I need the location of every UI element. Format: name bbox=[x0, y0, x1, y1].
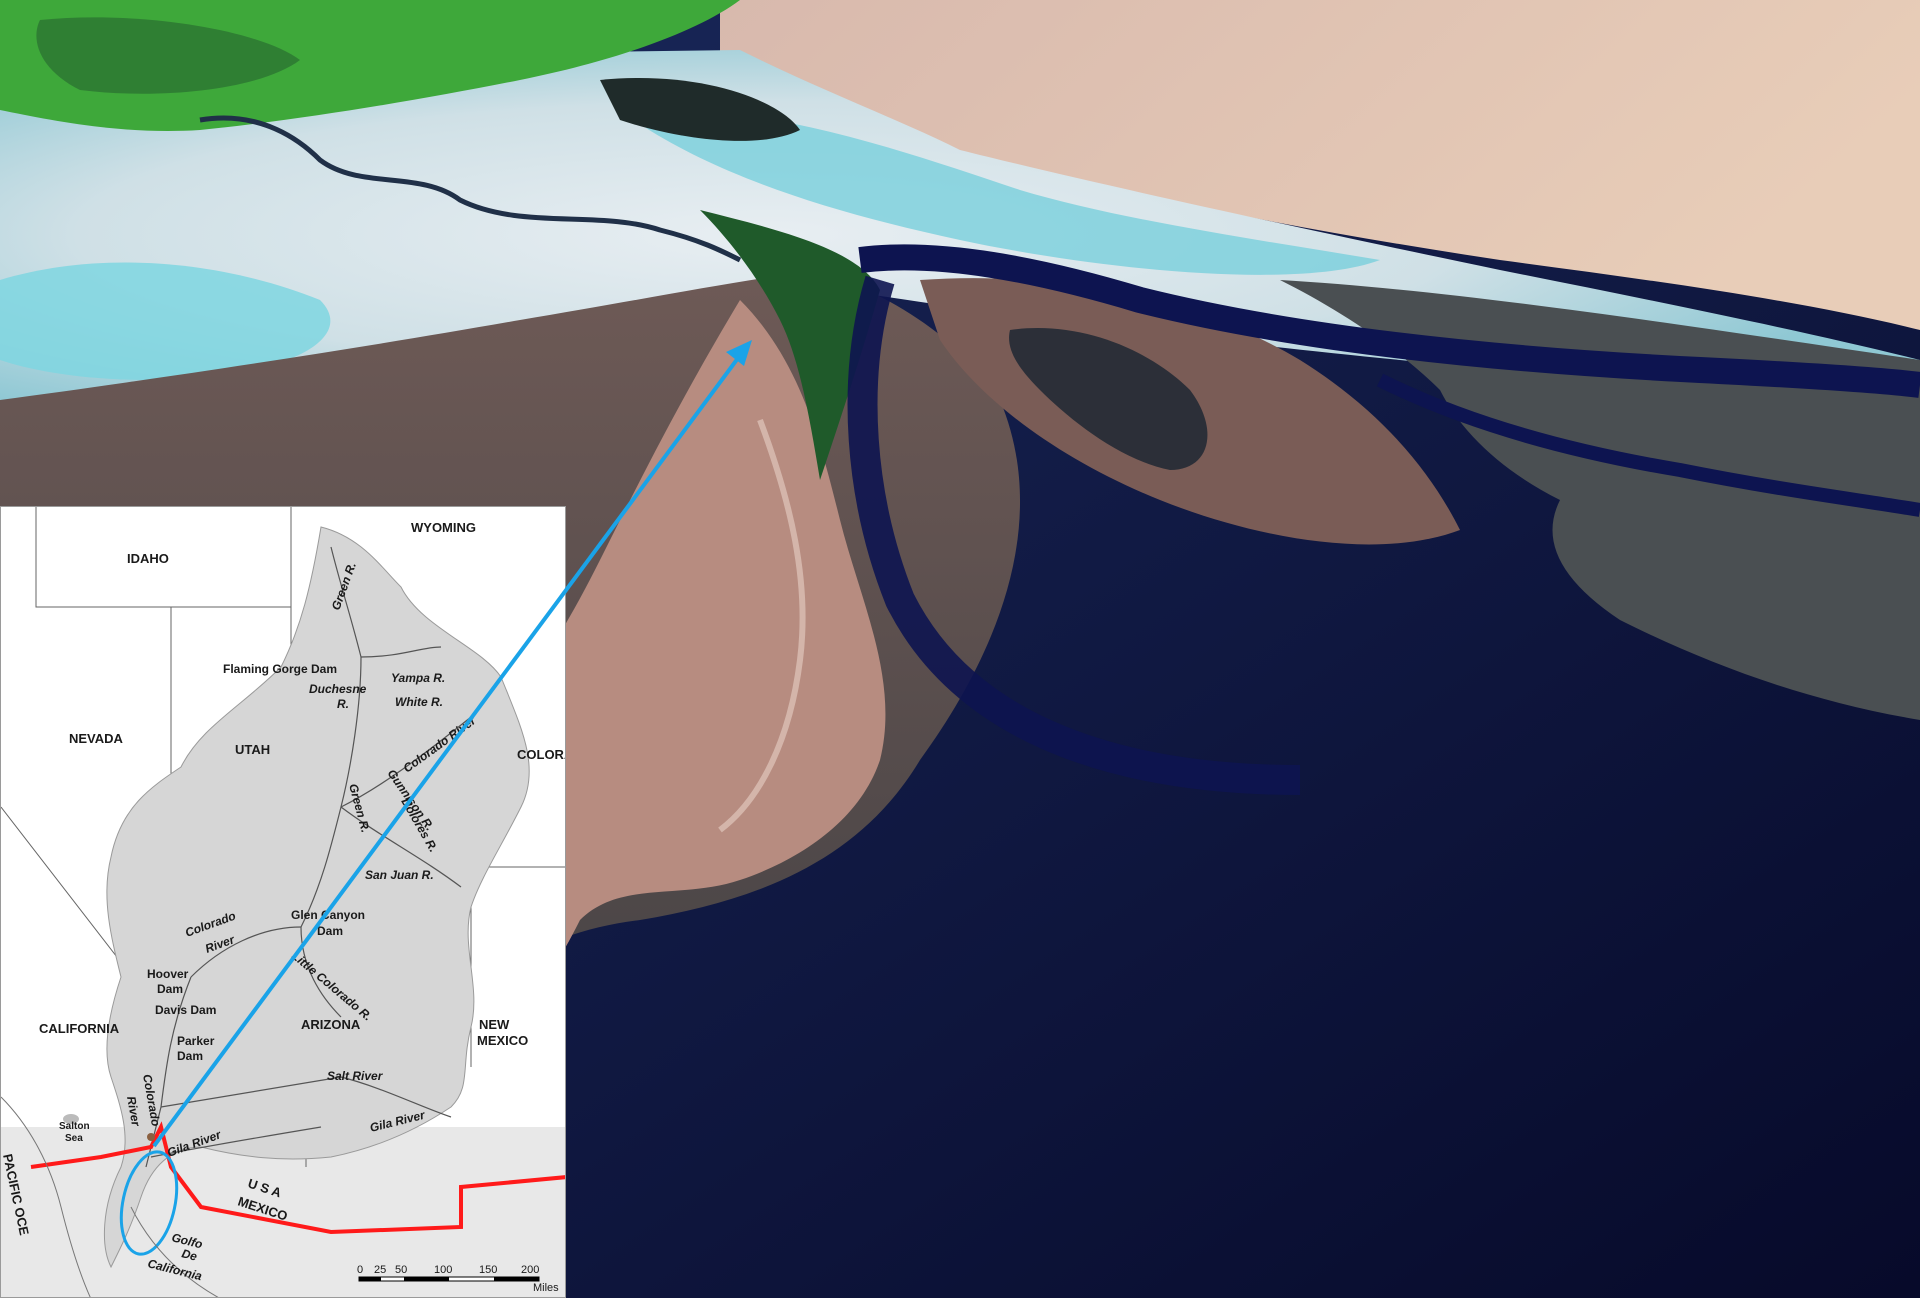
state-label-new: NEW bbox=[479, 1017, 510, 1032]
dam-label-glen-canyon-1: Glen Canyon bbox=[291, 908, 365, 922]
us-mexico-border bbox=[30, 1121, 565, 1235]
salton-sea-shape bbox=[63, 1114, 79, 1124]
river-label-yampa: Yampa R. bbox=[391, 671, 445, 685]
river-label-colorado-lower-2: River bbox=[124, 1095, 143, 1128]
state-label-arizona: ARIZONA bbox=[301, 1017, 361, 1032]
gulf-coast bbox=[130, 1206, 219, 1297]
river-label-san-juan: San Juan R. bbox=[365, 868, 434, 882]
label-golfo-2: De bbox=[180, 1246, 199, 1263]
scale-tick-200: 200 bbox=[521, 1264, 539, 1276]
scale-tick-50: 50 bbox=[395, 1264, 407, 1276]
dam-label-hoover-1: Hoover bbox=[147, 967, 189, 981]
river-label-salt: Salt River bbox=[327, 1069, 384, 1083]
river-channel bbox=[847, 275, 1301, 795]
dam-label-glen-canyon-2: Dam bbox=[317, 924, 343, 938]
dark-patch bbox=[600, 78, 800, 141]
river-label-white: White R. bbox=[395, 695, 443, 709]
state-label-colorado: COLORA bbox=[517, 747, 566, 762]
state-label-mexico-state: MEXICO bbox=[477, 1033, 528, 1048]
label-salton-2: Sea bbox=[65, 1133, 83, 1144]
island-center bbox=[1009, 328, 1208, 470]
state-label-california: CALIFORNIA bbox=[39, 1021, 120, 1036]
river-channel bbox=[858, 244, 1920, 398]
scale-tick-150: 150 bbox=[479, 1264, 497, 1276]
inset-map-canvas: WYOMING IDAHO NEVADA UTAH COLORA CALIFOR… bbox=[1, 507, 566, 1297]
salt-pan bbox=[620, 108, 1380, 275]
dam-label-hoover-2: Dam bbox=[157, 982, 183, 996]
estuary bbox=[700, 210, 880, 480]
dam-label-parker-1: Parker bbox=[177, 1034, 215, 1048]
river-channel bbox=[1376, 373, 1920, 517]
dam-label-flaming-gorge: Flaming Gorge Dam bbox=[223, 662, 337, 676]
scale-tick-25: 25 bbox=[374, 1264, 386, 1276]
river-meander bbox=[199, 115, 742, 263]
delta-highlight-ellipse bbox=[119, 1150, 179, 1256]
inset-map: WYOMING IDAHO NEVADA UTAH COLORA CALIFOR… bbox=[0, 506, 566, 1298]
river-label-duchesne-2: R. bbox=[337, 697, 349, 711]
river-label-duchesne-1: Duchesne bbox=[309, 682, 367, 696]
scale-tick-100: 100 bbox=[434, 1264, 452, 1276]
scale-tick-0: 0 bbox=[357, 1264, 363, 1276]
pacific-coast bbox=[1, 1096, 91, 1297]
state-label-wyoming: WYOMING bbox=[411, 520, 476, 535]
desert-area bbox=[720, 0, 1920, 330]
delta-land bbox=[1280, 280, 1920, 720]
state-label-utah: UTAH bbox=[235, 742, 270, 757]
vegetation-patch bbox=[36, 17, 301, 94]
state-label-idaho: IDAHO bbox=[127, 551, 169, 566]
label-salton-1: Salton bbox=[59, 1121, 90, 1132]
dam-label-parker-2: Dam bbox=[177, 1049, 203, 1063]
state-label-nevada: NEVADA bbox=[69, 731, 124, 746]
scale-bar: 0 25 50 100 150 200 Miles bbox=[357, 1264, 559, 1294]
scale-unit: Miles bbox=[533, 1282, 559, 1294]
delta-point bbox=[147, 1133, 155, 1141]
dam-label-davis: Davis Dam bbox=[155, 1003, 216, 1017]
peninsula-ridge bbox=[718, 418, 806, 833]
